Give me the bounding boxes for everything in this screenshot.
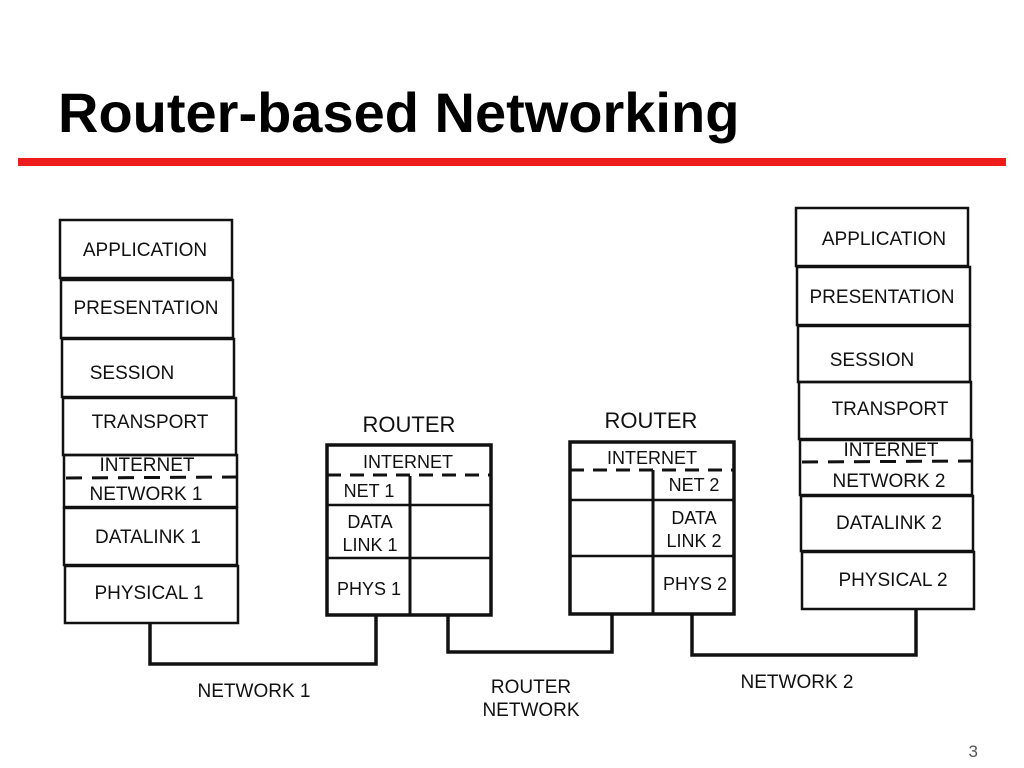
right-layer-label: DATALINK 2	[836, 513, 942, 534]
left-layer-label: APPLICATION	[83, 240, 207, 261]
left-internet-divider	[65, 475, 237, 480]
right-layer-label: INTERNET	[844, 440, 939, 461]
left-host-labels: APPLICATION PRESENTATION SESSION TRANSPO…	[74, 240, 219, 604]
left-layer-label: NETWORK 1	[90, 484, 203, 505]
left-layer-label: PRESENTATION	[74, 298, 219, 319]
network-1-label: NETWORK 1	[198, 681, 311, 702]
left-layer-label: SESSION	[90, 363, 174, 384]
router-1-phys-label: PHYS 1	[337, 579, 401, 599]
right-host-stack	[794, 206, 976, 611]
router-2-net-label: NET 2	[669, 475, 720, 495]
network-2-link	[690, 609, 918, 657]
router-1-net-label: NET 1	[344, 481, 395, 501]
slide-title: Router-based Networking	[58, 81, 740, 144]
right-host-labels: APPLICATION PRESENTATION SESSION TRANSPO…	[810, 229, 955, 591]
router-2-internet-label: INTERNET	[607, 448, 697, 468]
left-layer-label: INTERNET	[100, 455, 195, 476]
router-1	[325, 443, 493, 617]
router-1-internet-label: INTERNET	[363, 452, 453, 472]
router-network-label: ROUTER	[491, 677, 571, 698]
network-2-label: NETWORK 2	[741, 672, 854, 693]
router-1-datalink-label: LINK 1	[342, 535, 397, 555]
router-2-phys-label: PHYS 2	[663, 574, 727, 594]
router-2	[568, 440, 736, 616]
left-layer-label: PHYSICAL 1	[94, 583, 203, 604]
router-network-link	[446, 614, 614, 654]
left-layer-application-box	[58, 218, 234, 280]
router-1-datalink-label: DATA	[347, 512, 392, 532]
right-layer-label: SESSION	[830, 350, 914, 371]
router-2-datalink-label: DATA	[671, 508, 716, 528]
page-number: 3	[968, 742, 978, 761]
network-labels: NETWORK 1 ROUTER NETWORK NETWORK 2	[198, 672, 854, 721]
left-layer-label: DATALINK 1	[95, 527, 201, 548]
right-layer-label: PHYSICAL 2	[838, 570, 947, 591]
right-layer-physical-box	[800, 550, 976, 611]
router-1-title: ROUTER	[363, 412, 456, 437]
router-2-datalink-label: LINK 2	[666, 531, 721, 551]
right-layer-label: TRANSPORT	[832, 399, 949, 420]
router-2-labels: ROUTER INTERNET NET 2 DATA LINK 2 PHYS 2	[605, 408, 727, 594]
right-layer-label: PRESENTATION	[810, 287, 955, 308]
right-internet-divider	[801, 459, 973, 464]
right-layer-label: NETWORK 2	[833, 471, 946, 492]
right-layer-label: APPLICATION	[822, 229, 946, 250]
router-2-title: ROUTER	[605, 408, 698, 433]
network-1-link	[148, 615, 378, 666]
router-1-labels: ROUTER INTERNET NET 1 DATA LINK 1 PHYS 1	[337, 412, 455, 599]
left-layer-label: TRANSPORT	[92, 412, 209, 433]
router-network-label: NETWORK	[482, 700, 579, 721]
title-divider	[18, 158, 1006, 166]
